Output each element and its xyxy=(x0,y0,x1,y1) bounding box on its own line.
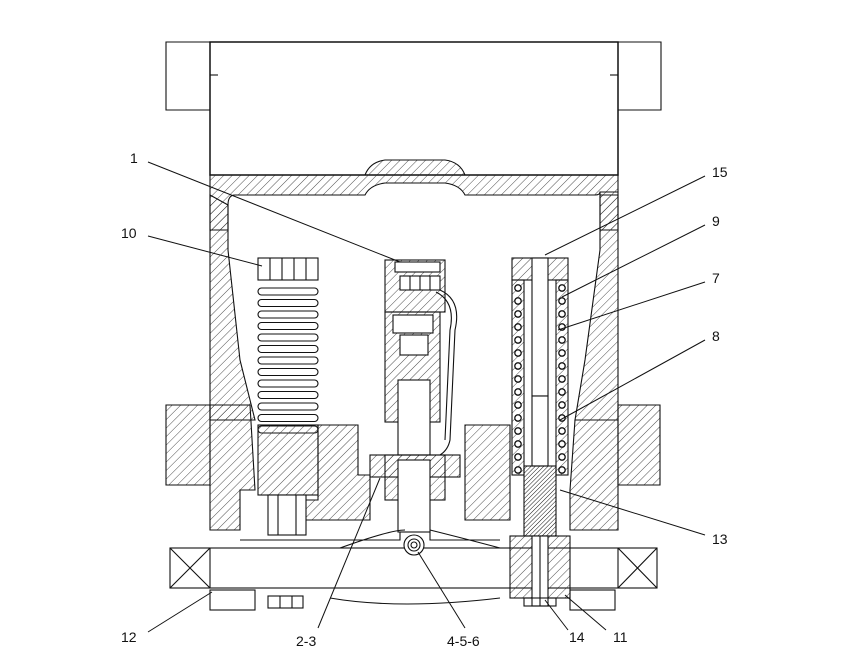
spring-coil xyxy=(257,287,319,296)
left-wall xyxy=(165,194,256,531)
spring-coil xyxy=(257,321,319,331)
spring-coil-section xyxy=(558,284,566,292)
lower-bushing xyxy=(509,535,571,607)
spring-coil-section xyxy=(514,323,522,331)
spring-coil-section xyxy=(514,310,522,318)
spring-coil-section xyxy=(514,297,522,305)
spring-coil xyxy=(257,356,319,365)
right-guide-assembly xyxy=(511,257,569,537)
spring-coil-section xyxy=(514,375,522,383)
callout-labels: 1 10 15 9 7 8 13 12 2-3 4-5-6 14 11 xyxy=(121,150,728,649)
spring-coil-section xyxy=(558,466,566,474)
spring-coil-section xyxy=(558,362,566,370)
label-11: 11 xyxy=(613,629,628,645)
label-14: 14 xyxy=(569,629,585,645)
spring-coil xyxy=(257,413,319,423)
label-8: 8 xyxy=(712,328,720,344)
spring-coil-section xyxy=(558,440,566,448)
label-15: 15 xyxy=(712,164,728,180)
right-wall xyxy=(569,194,661,531)
spring-coil-section xyxy=(558,336,566,344)
spring-coil xyxy=(257,333,319,342)
spring-coil xyxy=(257,379,319,388)
label-13: 13 xyxy=(712,531,728,547)
spring-coil-section xyxy=(558,401,566,409)
spring-coil-section xyxy=(514,427,522,435)
label-12: 12 xyxy=(121,629,137,645)
spring-coil xyxy=(257,390,319,400)
spring-coil xyxy=(257,367,319,377)
right-inner-block xyxy=(464,424,511,521)
lower-beam xyxy=(169,529,658,611)
spring-coil xyxy=(257,344,319,354)
label-1: 1 xyxy=(130,150,138,166)
spring-coil-section xyxy=(558,453,566,461)
spring-coil-section xyxy=(558,375,566,383)
spring-coil-section xyxy=(514,440,522,448)
spring-coil-section xyxy=(514,349,522,357)
spring-coil-section xyxy=(514,362,522,370)
label-10: 10 xyxy=(121,225,137,241)
spring-coil-section xyxy=(514,466,522,474)
spring-coil-section xyxy=(514,284,522,292)
spring-coil xyxy=(257,402,319,411)
spring-coil-section xyxy=(514,414,522,422)
left-inner-block xyxy=(299,424,371,521)
spring-coil-section xyxy=(558,388,566,396)
label-4-5-6: 4-5-6 xyxy=(447,633,480,649)
spring-coil-section xyxy=(514,388,522,396)
spring-coil-section xyxy=(514,336,522,344)
pin-assembly xyxy=(403,534,425,556)
left-spring xyxy=(257,257,319,536)
upper-housing xyxy=(165,41,662,176)
label-2-3: 2-3 xyxy=(296,633,316,649)
spring-coil-section xyxy=(558,427,566,435)
spring-coil-section xyxy=(558,297,566,305)
top-plate xyxy=(209,159,619,231)
label-7: 7 xyxy=(712,270,720,286)
label-9: 9 xyxy=(712,213,720,229)
spring-coil xyxy=(257,310,319,319)
spring-coil-section xyxy=(514,453,522,461)
spring-coil-section xyxy=(558,310,566,318)
central-cylinder xyxy=(369,259,461,533)
spring-coil-section xyxy=(514,401,522,409)
leader-lines xyxy=(147,161,706,633)
spring-coil xyxy=(257,298,319,308)
spring-coil-section xyxy=(558,349,566,357)
